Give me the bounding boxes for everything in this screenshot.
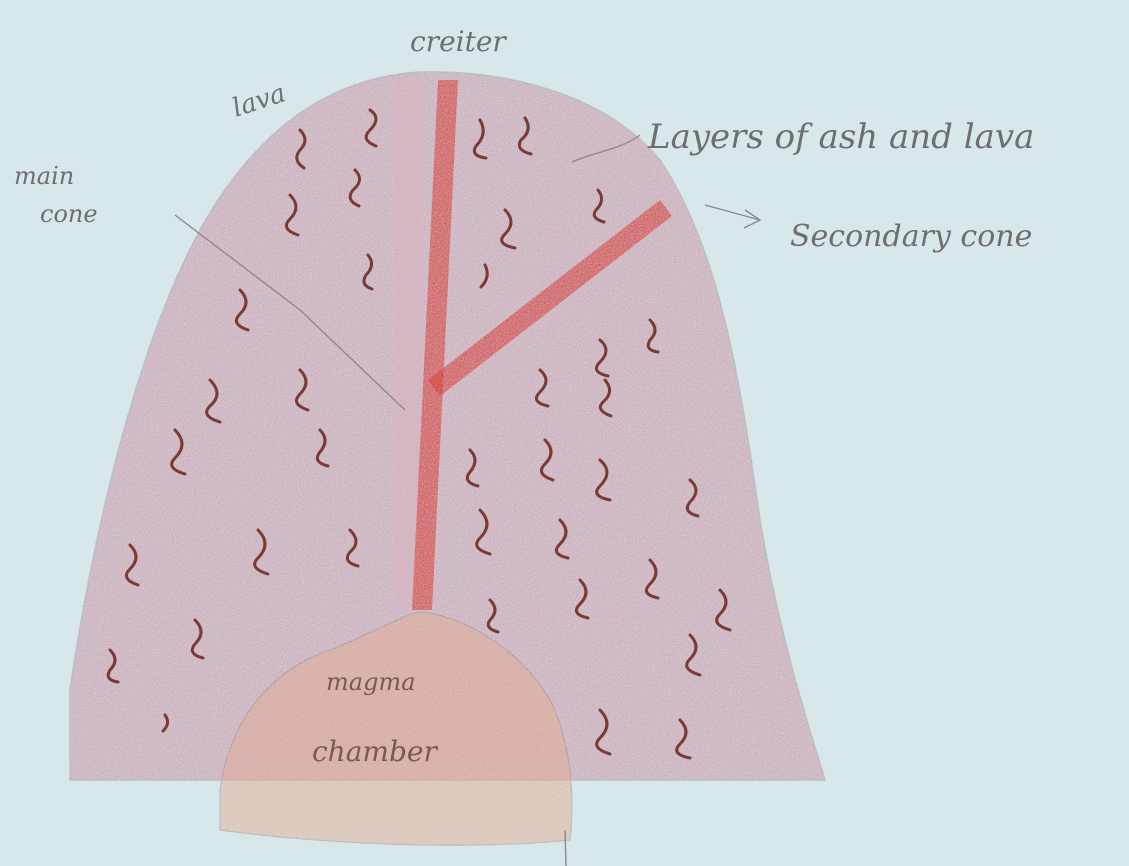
secondary-cone-arrowhead <box>744 210 760 228</box>
chamber-stem <box>565 830 566 866</box>
label-secondary-cone: Secondary cone <box>790 222 1032 252</box>
label-crater: creiter <box>410 28 506 56</box>
label-layers: Layers of ash and lava <box>648 120 1034 154</box>
label-main: main <box>14 164 74 188</box>
label-magma: magma <box>326 670 416 694</box>
secondary-cone-arrow <box>705 205 760 220</box>
label-cone: cone <box>40 202 98 226</box>
label-chamber: chamber <box>312 738 437 766</box>
